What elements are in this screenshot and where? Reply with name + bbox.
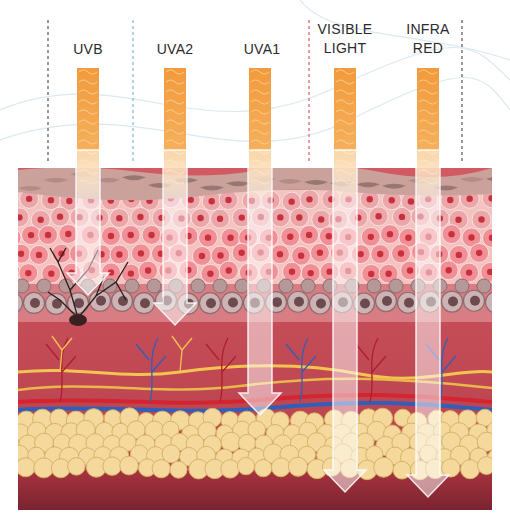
separator-line <box>461 20 462 162</box>
radiation-arrow <box>324 68 366 492</box>
radiation-arrow <box>67 68 109 295</box>
separator-line <box>47 20 48 162</box>
radiation-arrow <box>239 68 281 415</box>
radiation-label: INFRA RED <box>399 20 457 58</box>
separator-line <box>132 20 133 162</box>
radiation-label: UVA1 <box>232 40 292 59</box>
radiation-arrow <box>407 68 449 497</box>
separator-line <box>308 20 309 162</box>
radiation-label: UVB <box>63 40 113 59</box>
radiation-label: UVA2 <box>145 40 205 59</box>
radiation-label: VISIBLE LIGHT <box>313 20 377 58</box>
radiation-arrow <box>154 68 196 325</box>
